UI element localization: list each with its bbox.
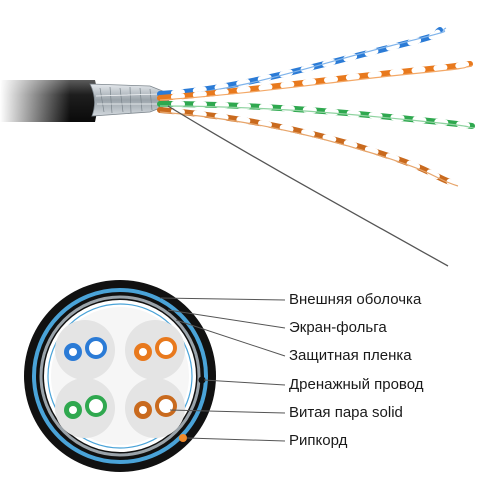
pair-green-cross [55,378,115,438]
cable-jacket [0,76,98,126]
leader-outer-sheath [159,297,286,301]
leader-twisted-pair [169,409,286,414]
pair-brown-cross [125,378,185,438]
leader-ripcord [186,437,286,442]
label-drain-wire: Дренажный провод [289,376,424,393]
twisted-pair-orange [157,61,473,101]
leader-foil-screen [167,309,286,329]
label-outer-sheath: Внешняя оболочка [289,291,422,308]
twisted-pair-blue [157,27,447,97]
foil-shield [89,83,171,117]
drain-wire [167,105,449,267]
label-twisted-pair: Витая пара solid [289,404,403,421]
twisted-pair-green [157,101,475,129]
label-foil-screen: Экран-фольга [289,319,387,336]
twisted-pair-brown [157,107,459,187]
leader-protective-film [175,319,286,357]
cable-cross-section [24,280,216,472]
pair-blue-cross [55,320,115,380]
leader-lines [159,297,286,442]
label-protective-film: Защитная пленка [289,347,412,364]
label-ripcord: Рипкорд [289,432,348,449]
ripcord-dot [179,434,187,442]
leader-drain-wire [203,379,286,386]
pair-orange-cross [125,320,185,380]
drain-wire-dot [198,376,206,384]
